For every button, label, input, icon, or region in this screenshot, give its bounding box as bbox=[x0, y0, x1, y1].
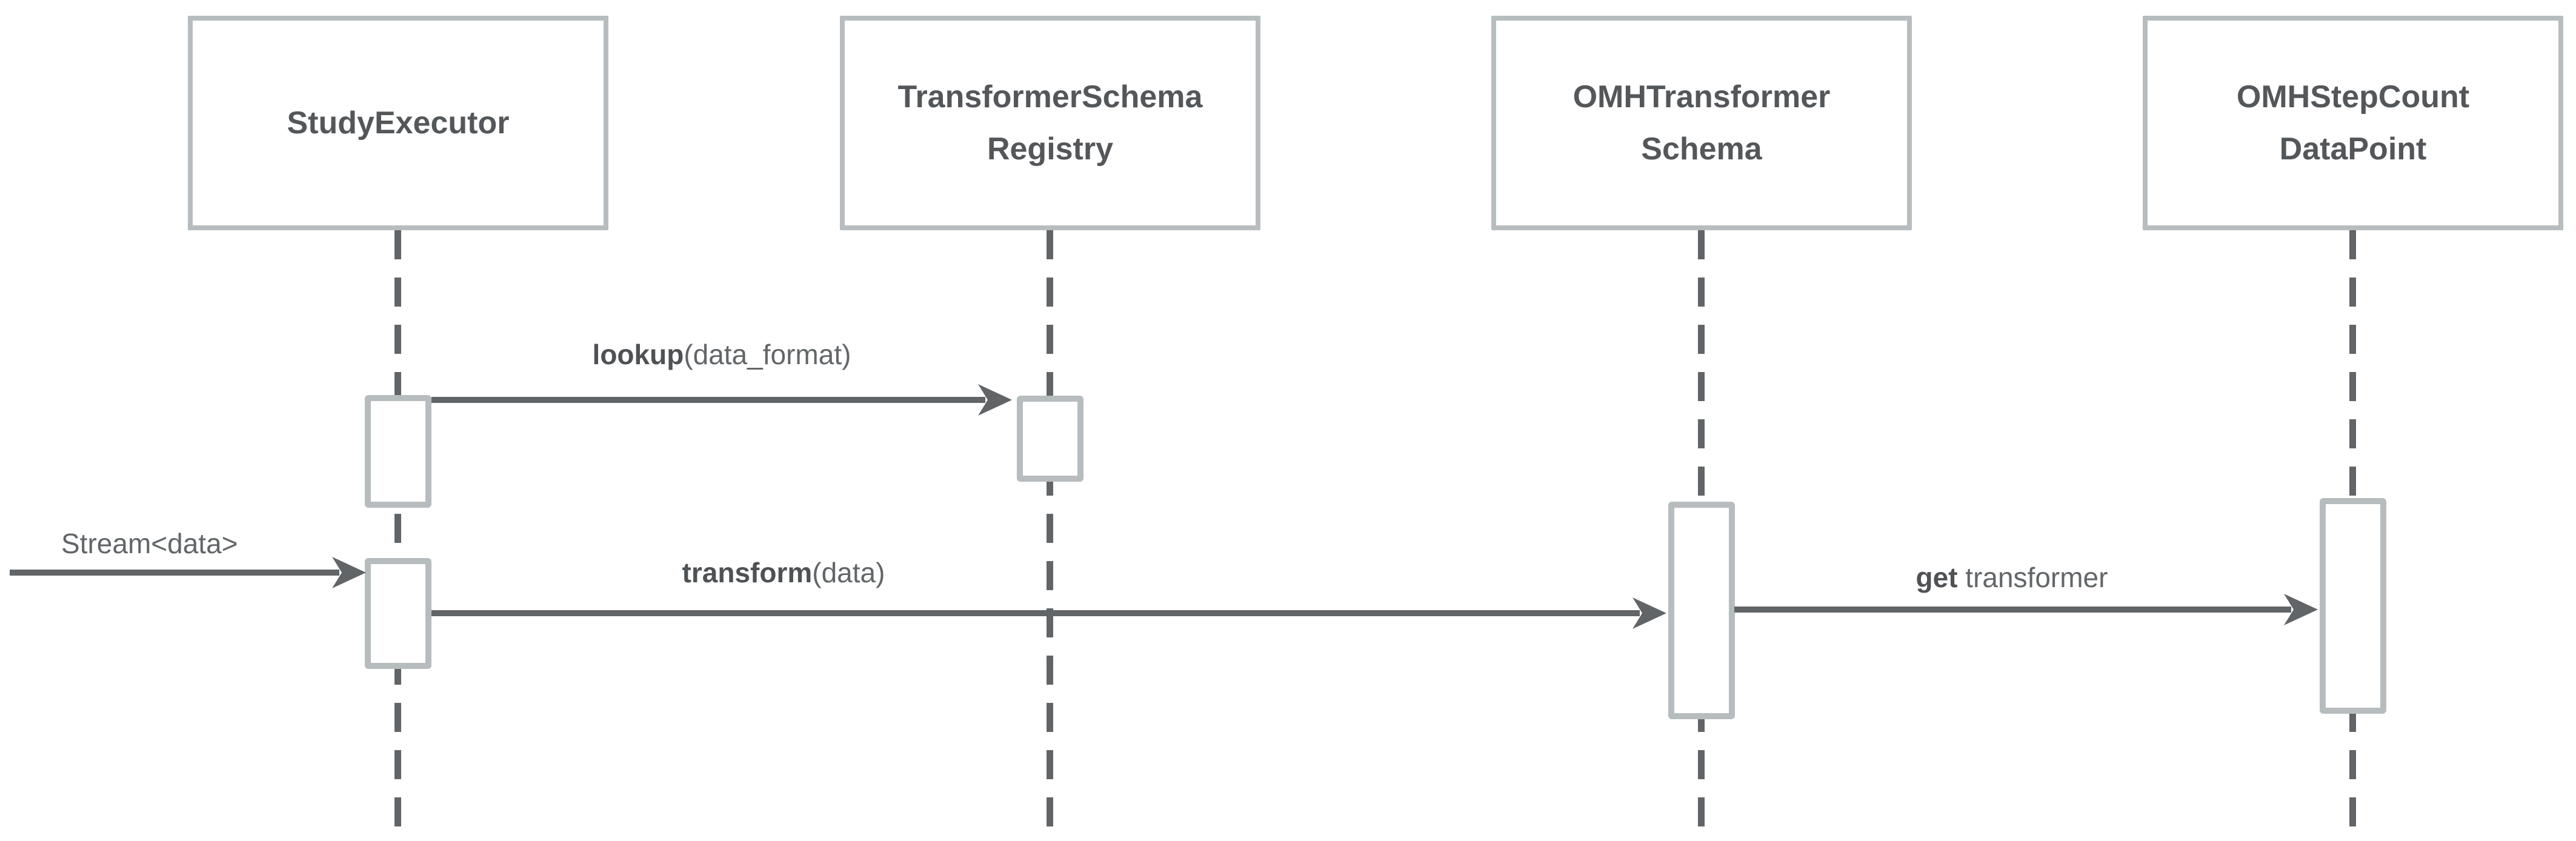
arrowhead-icon bbox=[978, 384, 1012, 416]
arrowhead-icon bbox=[2284, 594, 2318, 625]
actor-box-omh-step-count-data-point: OMHStepCount DataPoint bbox=[2143, 16, 2563, 230]
actor-label: OMHStepCount bbox=[2236, 79, 2470, 115]
activation-omh-step-count-data-point bbox=[2320, 498, 2386, 714]
actor-box-omh-transformer-schema: OMHTransformer Schema bbox=[1491, 16, 1912, 230]
lifeline-transformer-schema-registry bbox=[1047, 230, 1053, 841]
message-args: transformer bbox=[1957, 562, 2108, 593]
message-args: (data_format) bbox=[684, 339, 851, 370]
activation-transformer-schema-registry bbox=[1017, 396, 1083, 482]
actor-label: OMHTransformer bbox=[1573, 79, 1831, 115]
message-arrow-get-transformer bbox=[1734, 594, 2318, 625]
message-args: Stream<data> bbox=[61, 528, 238, 559]
actor-label: TransformerSchema bbox=[897, 79, 1203, 115]
lifeline-study-executor bbox=[394, 230, 401, 841]
message-name: transform bbox=[682, 557, 813, 588]
actor-label: Schema bbox=[1641, 131, 1762, 167]
actor-label: DataPoint bbox=[2279, 131, 2427, 167]
message-label-transform: transform(data) bbox=[541, 555, 1026, 590]
message-name: lookup bbox=[592, 339, 684, 370]
message-args: (data) bbox=[812, 557, 885, 588]
message-arrow-stream bbox=[10, 557, 366, 588]
actor-label: Registry bbox=[987, 131, 1114, 167]
actor-box-study-executor: StudyExecutor bbox=[188, 16, 608, 230]
message-arrow-transform bbox=[431, 597, 1666, 629]
activation-study-executor-transform bbox=[365, 558, 431, 669]
message-arrow-lookup bbox=[431, 384, 1012, 416]
message-label-get-transformer: get transformer bbox=[1769, 560, 2254, 595]
message-label-stream: Stream<data> bbox=[61, 526, 304, 561]
arrowhead-icon bbox=[1632, 597, 1666, 629]
arrowhead-icon bbox=[332, 557, 366, 588]
actor-box-transformer-schema-registry: TransformerSchema Registry bbox=[840, 16, 1260, 230]
activation-study-executor-lookup bbox=[365, 395, 431, 508]
actor-label: StudyExecutor bbox=[287, 105, 510, 141]
message-label-lookup: lookup(data_format) bbox=[479, 337, 964, 372]
activation-omh-transformer-schema bbox=[1668, 502, 1735, 719]
message-name: get bbox=[1915, 562, 1958, 593]
